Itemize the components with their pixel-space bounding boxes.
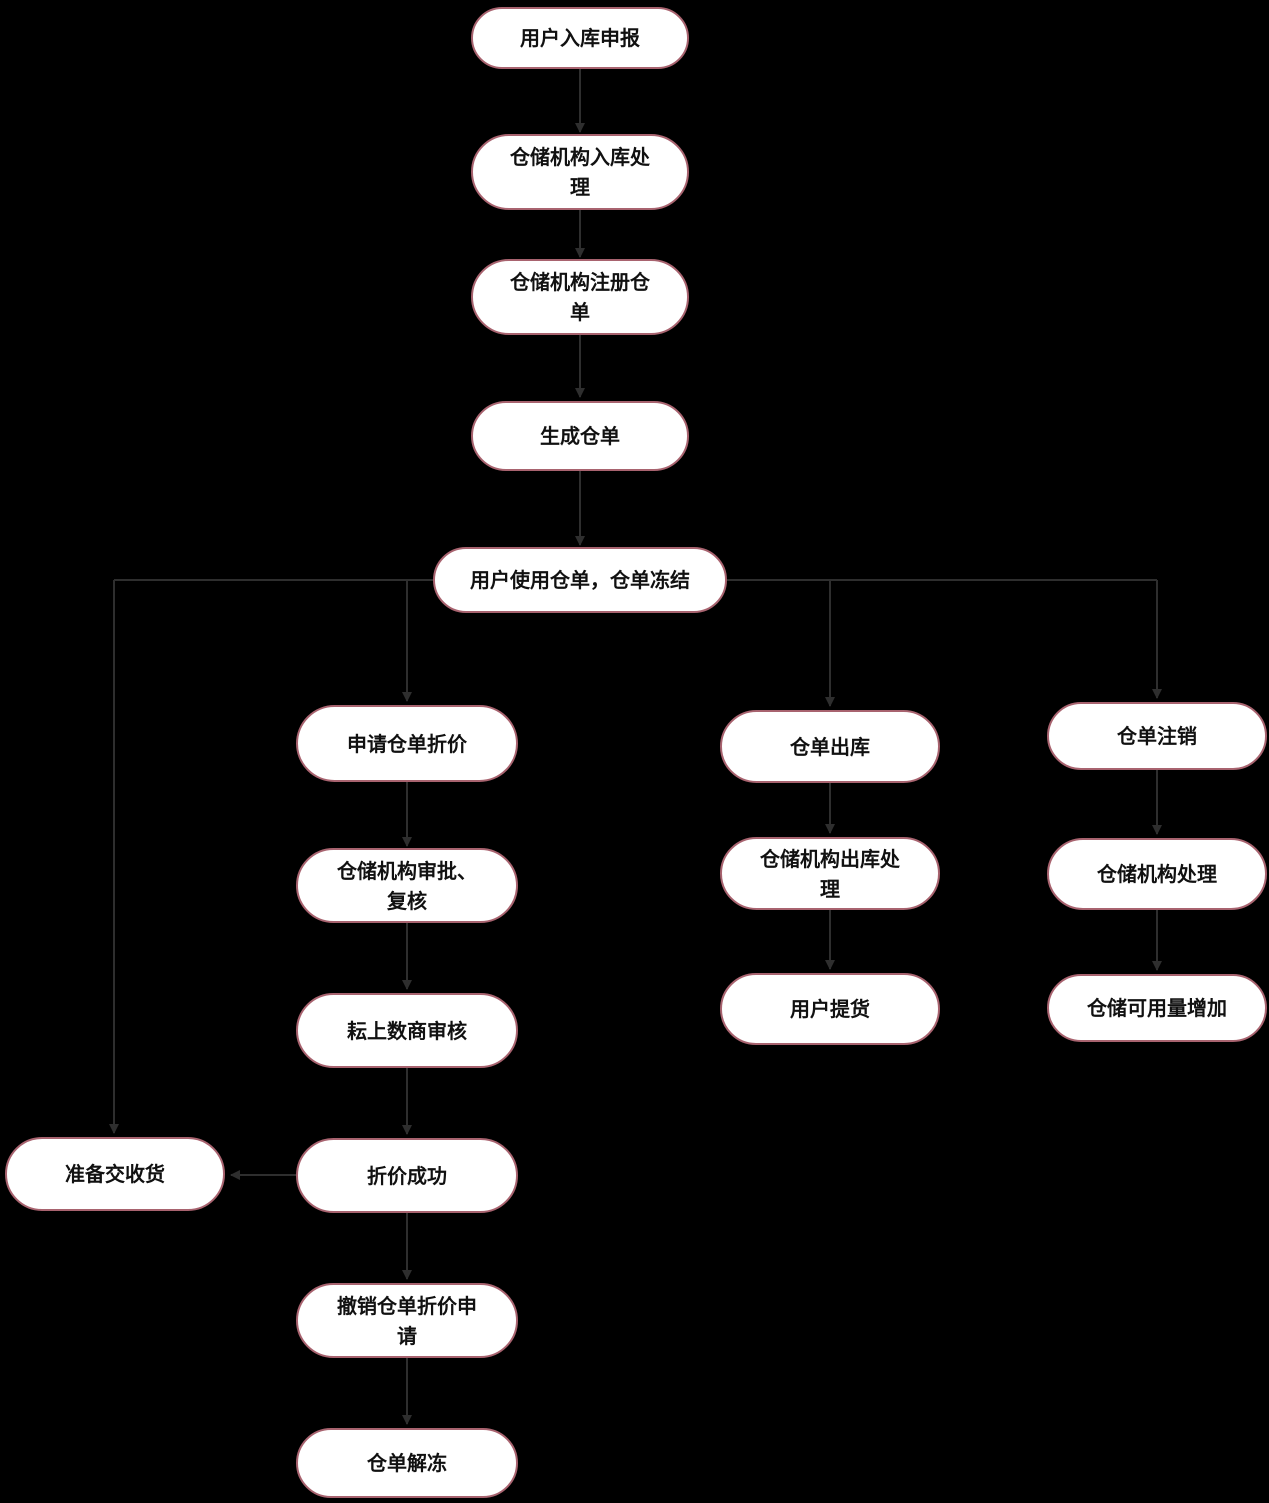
node-user-pickup: 用户提货 — [720, 973, 940, 1045]
node-label: 生成仓单 — [540, 424, 620, 448]
node-storage-available-increase: 仓储可用量增加 — [1047, 974, 1267, 1042]
node-label: 撤销仓单折价申 请 — [337, 1293, 477, 1348]
node-label: 耘上数商审核 — [347, 1018, 467, 1043]
node-prepare-delivery: 准备交收货 — [5, 1137, 225, 1211]
node-receipt-unfreeze: 仓单解冻 — [296, 1428, 518, 1498]
node-label: 仓储机构审批、 复核 — [337, 858, 477, 913]
node-cancel-discount-request: 撤销仓单折价申 请 — [296, 1283, 518, 1358]
node-label: 用户使用仓单，仓单冻结 — [470, 568, 690, 592]
node-use-receipt-freeze: 用户使用仓单，仓单冻结 — [433, 547, 727, 613]
node-label: 用户提货 — [790, 997, 870, 1021]
node-receipt-outbound: 仓单出库 — [720, 710, 940, 783]
node-label: 折价成功 — [367, 1163, 447, 1188]
node-apply-discount: 申请仓单折价 — [296, 705, 518, 782]
node-warehouse-outbound-process: 仓储机构出库处 理 — [720, 837, 940, 910]
node-user-inbound-declare: 用户入库申报 — [471, 7, 689, 69]
node-label: 申请仓单折价 — [347, 731, 467, 756]
node-warehouse-register-receipt: 仓储机构注册仓 单 — [471, 259, 689, 335]
node-discount-success: 折价成功 — [296, 1138, 518, 1213]
node-label: 仓储机构注册仓 单 — [510, 270, 650, 324]
node-warehouse-inbound-process: 仓储机构入库处 理 — [471, 134, 689, 210]
node-label: 仓单出库 — [790, 734, 870, 759]
node-label: 仓储机构处理 — [1097, 862, 1217, 886]
node-label: 用户入库申报 — [520, 26, 640, 50]
node-label: 准备交收货 — [65, 1162, 165, 1186]
node-label: 仓单注销 — [1117, 724, 1197, 748]
node-receipt-cancel: 仓单注销 — [1047, 702, 1267, 770]
node-generate-receipt: 生成仓单 — [471, 401, 689, 471]
node-label: 仓储机构出库处 理 — [760, 846, 900, 901]
node-warehouse-approve-review: 仓储机构审批、 复核 — [296, 848, 518, 923]
node-warehouse-process: 仓储机构处理 — [1047, 838, 1267, 910]
node-label: 仓单解冻 — [367, 1451, 447, 1475]
node-label: 仓储机构入库处 理 — [510, 145, 650, 199]
node-yunshang-review: 耘上数商审核 — [296, 993, 518, 1068]
node-label: 仓储可用量增加 — [1087, 996, 1227, 1020]
